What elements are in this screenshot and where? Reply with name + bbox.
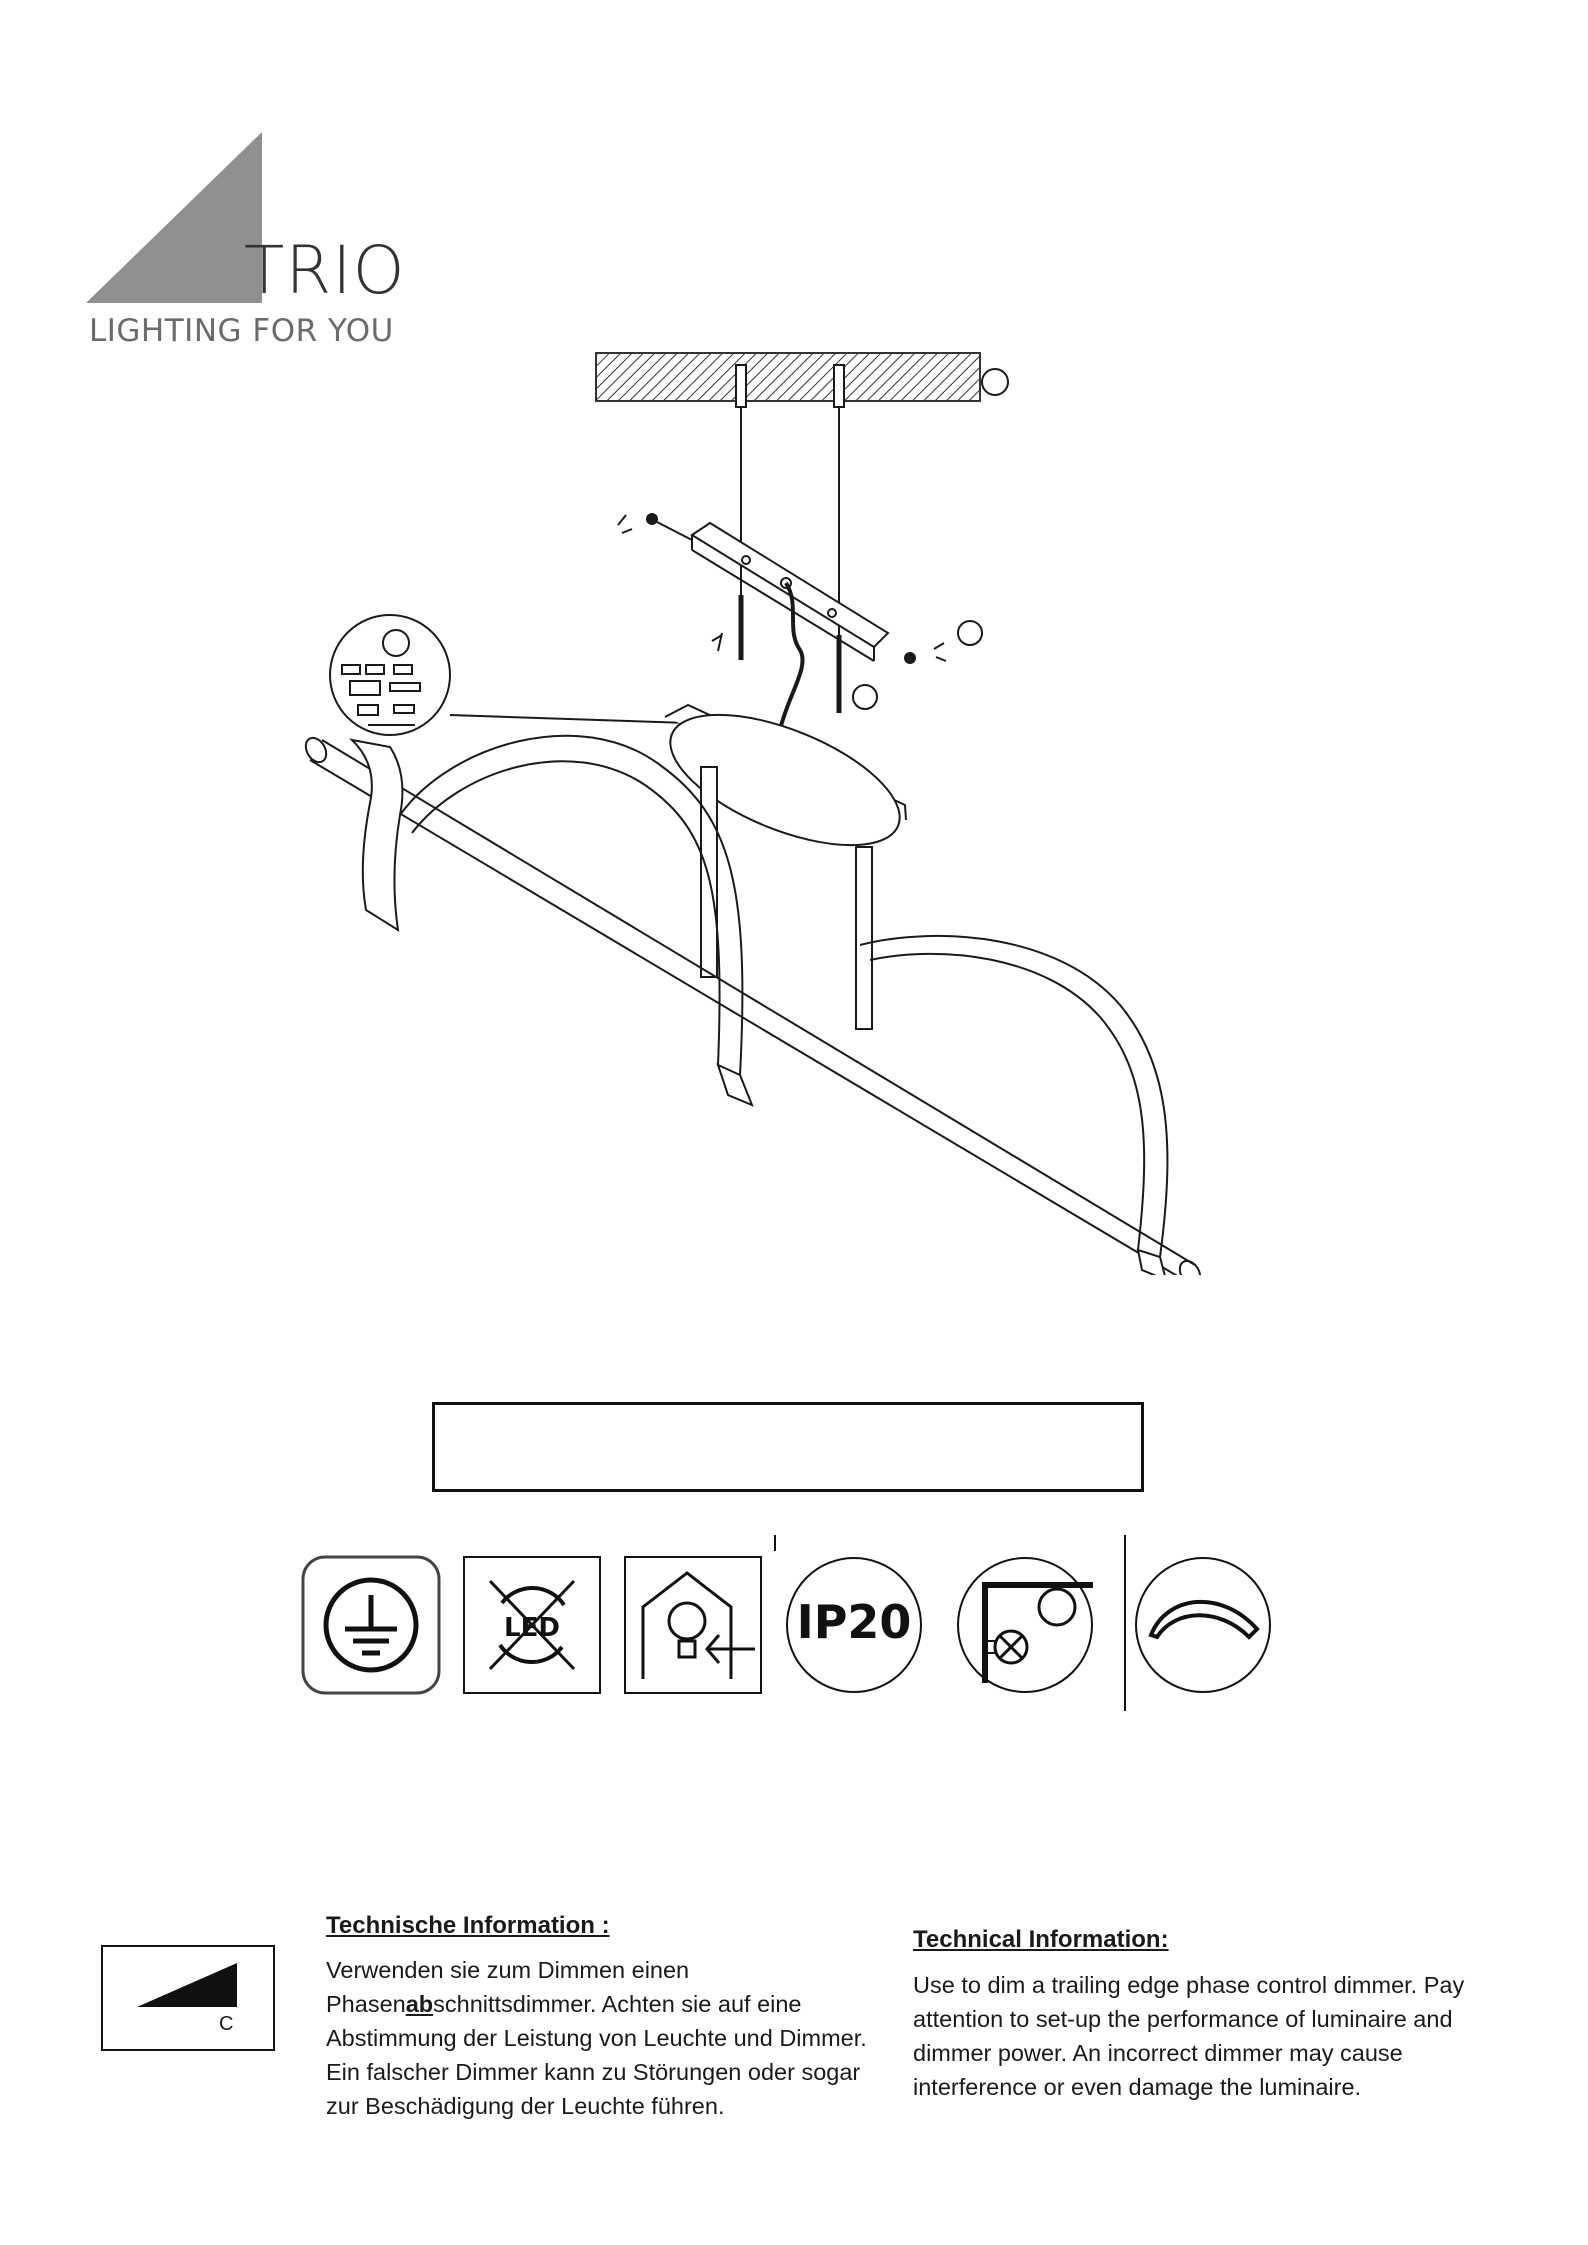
step-marker-c [852, 684, 878, 710]
mounting-bracket [690, 521, 890, 662]
screw-right [904, 620, 983, 664]
screw-left [617, 513, 693, 541]
divider-line [1124, 1535, 1126, 1711]
arc-right-outer [859, 934, 1169, 1258]
assembly-drawing [304, 352, 1202, 1275]
ceiling-hatch [595, 352, 981, 402]
model-number-box [432, 1402, 1144, 1492]
brand-name: TRIO [244, 232, 406, 309]
adjustable-head-icon [1135, 1557, 1271, 1693]
terminal-detail [329, 614, 689, 736]
technical-info-text-de-bold: ab [405, 1991, 434, 2017]
dimmer-symbol-box: C [101, 1945, 275, 2051]
arc-right-blade [1136, 1248, 1166, 1275]
trailing-edge-dimmer-icon [137, 1963, 237, 2007]
brand-tagline: LIGHTING FOR YOU [89, 313, 394, 349]
step-marker-b [957, 620, 983, 646]
led-not-replaceable-icon: LED [463, 1556, 601, 1694]
ip20-icon: IP20 [784, 1555, 924, 1695]
svg-text:LED: LED [504, 1613, 560, 1643]
min-distance-icon [957, 1557, 1093, 1693]
arc-left-blade [716, 1063, 754, 1107]
trio-logo-mark [86, 132, 262, 303]
rod-right [855, 846, 873, 1030]
ip20-circle [786, 1557, 922, 1693]
end-clip-left [348, 738, 404, 932]
technical-info-title-en: Technical Information: [913, 1926, 1169, 1953]
dimmer-label: C [219, 2013, 234, 2035]
main-tube [304, 736, 1202, 1275]
technical-info-text-de-part1: Verwenden sie zum Dimmen einen Phasen [326, 1957, 690, 2017]
indoor-use-only-icon [624, 1556, 762, 1694]
rod-left [700, 766, 718, 978]
ip20-label: IP20 [796, 1595, 912, 1649]
long-screw-left [711, 595, 744, 660]
technical-info-text-de-part2: schnittsdimmer. Achten sie auf eine Abst… [326, 1991, 867, 2119]
arc-right-inner [869, 952, 1146, 1251]
technical-info-title-de: Technische Information : [326, 1912, 610, 1939]
arc-left-inner [411, 760, 721, 1066]
protection-class-1-earth-icon [301, 1555, 441, 1695]
arc-left-outer [399, 734, 744, 1076]
long-screw-right [836, 635, 878, 713]
power-cable [778, 581, 805, 731]
step-marker-a [981, 368, 1009, 396]
divider-tick [774, 1535, 776, 1551]
technical-info-text-de: Verwenden sie zum Dimmen einen Phasenabs… [326, 1953, 886, 2123]
wall-plug-left [735, 364, 747, 635]
technical-info-text-en: Use to dim a trailing edge phase control… [913, 1972, 1465, 2100]
canopy [664, 703, 907, 847]
